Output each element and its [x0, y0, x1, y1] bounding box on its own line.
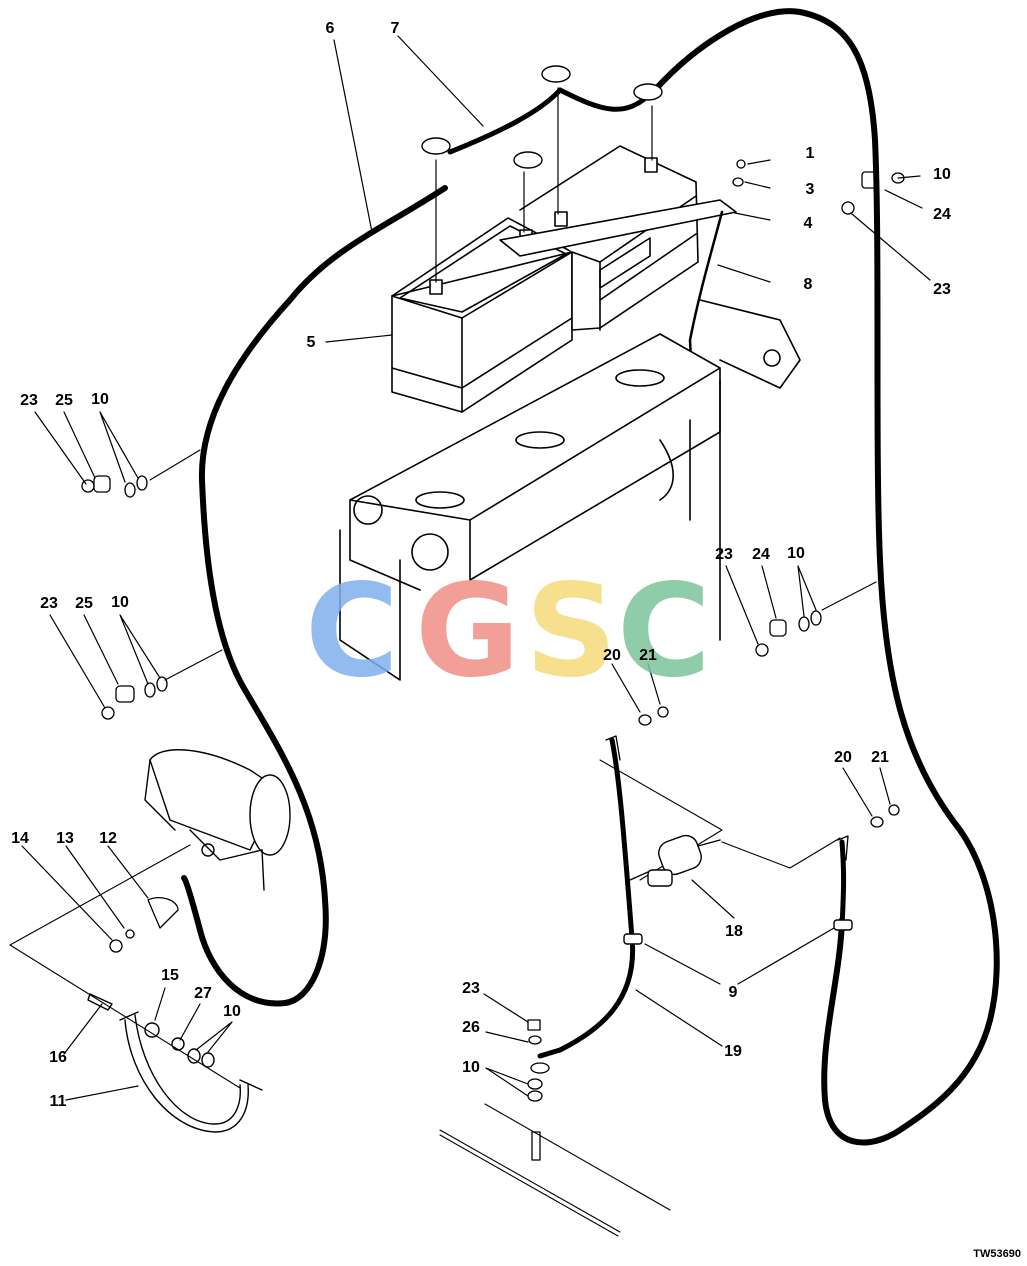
starter-hardware [109, 896, 179, 953]
callout-14: 14 [11, 830, 29, 847]
callout-23: 23 [715, 546, 733, 563]
callout-21: 21 [639, 647, 657, 664]
callout-23: 23 [20, 392, 38, 409]
hold-down-bracket [499, 199, 737, 257]
battery-tray-frame [339, 299, 801, 681]
callout-9: 9 [728, 984, 738, 1001]
callout-20: 20 [834, 749, 852, 766]
callout-26: 26 [462, 1019, 480, 1036]
small-hardware-1-3 [732, 159, 746, 187]
callout-10: 10 [462, 1059, 480, 1076]
callout-25: 25 [55, 392, 73, 409]
clamp-group-right [755, 610, 822, 657]
callout-13: 13 [56, 830, 74, 847]
callout-18: 18 [725, 923, 743, 940]
callout-19: 19 [724, 1043, 742, 1060]
figure-id: TW53690 [973, 1248, 1021, 1260]
hold-down-rod [688, 210, 724, 382]
jumper-cable [447, 87, 563, 155]
callout-1: 1 [805, 145, 815, 162]
main-battery-cable [650, 8, 1000, 1146]
disconnect-switch [629, 834, 721, 887]
negative-cable [537, 737, 636, 1059]
terminal-clamps [421, 65, 663, 169]
callout-20: 20 [603, 647, 621, 664]
cable-grommets-9 [623, 919, 853, 945]
callout-27: 27 [194, 985, 212, 1002]
callout-4: 4 [803, 215, 813, 232]
callout-23: 23 [462, 980, 480, 997]
starter-cable [181, 185, 448, 1007]
callout-6: 6 [325, 20, 335, 37]
callout-5: 5 [306, 334, 316, 351]
callout-12: 12 [99, 830, 117, 847]
callout-16: 16 [49, 1049, 67, 1066]
callout-21: 21 [871, 749, 889, 766]
callout-10: 10 [223, 1003, 241, 1020]
clamp-group-upper-left [81, 475, 148, 498]
callout-10: 10 [91, 391, 109, 408]
callout-leaders [21, 35, 931, 1101]
switch-cable [839, 839, 847, 931]
callout-10: 10 [787, 545, 805, 562]
callout-8: 8 [803, 276, 813, 293]
callout-3: 3 [805, 181, 815, 198]
callout-11: 11 [49, 1093, 67, 1110]
callout-23: 23 [40, 595, 58, 612]
callout-25: 25 [75, 595, 93, 612]
callout-15: 15 [161, 967, 179, 984]
leader-lines [9, 449, 877, 1237]
starter-motor [144, 749, 291, 891]
clamp-group-mid-left [101, 676, 168, 720]
callout-23: 23 [933, 281, 951, 298]
battery-left [391, 217, 573, 413]
callout-24: 24 [752, 546, 770, 563]
clamp-group-upper-right [841, 171, 905, 215]
callout-10: 10 [933, 166, 951, 183]
callout-10: 10 [111, 594, 129, 611]
callout-24: 24 [933, 206, 951, 223]
strap-bracket [87, 993, 263, 1133]
hardware-20-21 [605, 706, 900, 861]
callout-7: 7 [390, 20, 400, 37]
